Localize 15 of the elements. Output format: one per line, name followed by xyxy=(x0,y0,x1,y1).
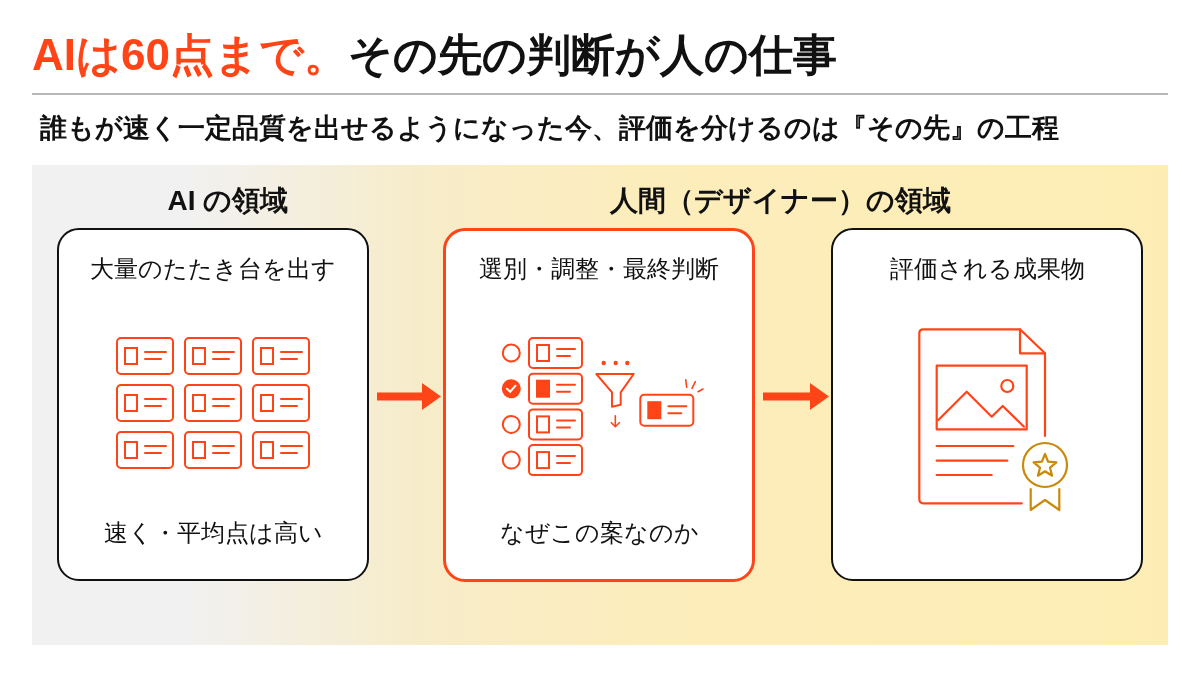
region-heading: 人間（デザイナー）の領域 xyxy=(609,185,951,217)
subtitle: 誰もが速く一定品質を出せるようになった今、評価を分けるのは『その先』の工程 xyxy=(40,112,1059,145)
region-band xyxy=(32,165,416,645)
step-card xyxy=(831,228,1143,581)
step-card xyxy=(57,228,369,581)
arrow xyxy=(377,383,441,410)
region-band xyxy=(416,165,1168,645)
step-card xyxy=(443,228,755,582)
title: AIは60点まで。その先の判断が人の仕事 xyxy=(32,29,837,81)
step-title: 大量のたたき台を出す xyxy=(90,254,336,284)
region-heading: AI の領域 xyxy=(167,185,289,217)
step-title: 選別・調整・最終判断 xyxy=(479,254,719,284)
step-note: 速く・平均点は高い xyxy=(103,518,323,548)
step-note: なぜこの案なのか xyxy=(499,518,699,548)
step-title: 評価される成果物 xyxy=(889,254,1085,284)
